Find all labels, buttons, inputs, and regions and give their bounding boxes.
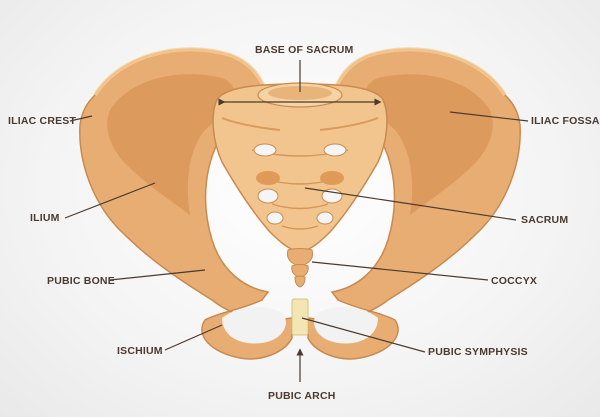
leader-lines [64, 60, 529, 382]
leader-pubic-bone [109, 269, 206, 281]
leader-coccyx [311, 261, 489, 281]
leader-ischium [164, 324, 223, 351]
left-iliac-fossa [107, 74, 237, 216]
label-coccyx: COCCYX [491, 275, 538, 287]
label-iliac-fossa: ILIAC FOSSA [531, 115, 600, 127]
sacrum-bone [212, 82, 388, 253]
leader-sacrum [304, 187, 517, 221]
label-sacrum: SACRUM [521, 214, 569, 226]
label-pubic-arch: PUBIC ARCH [268, 390, 336, 402]
leader-ilium [64, 182, 156, 219]
leader-pubic-symphysis [301, 317, 426, 353]
label-pubic-bone: PUBIC BONE [47, 275, 115, 287]
right-iliac-fossa [363, 74, 493, 216]
leader-iliac-crest [69, 115, 93, 122]
label-pubic-symphysis: PUBIC SYMPHYSIS [428, 346, 528, 358]
left-obturator-foramen [222, 306, 286, 344]
label-iliac-crest: ILIAC CREST [8, 115, 77, 127]
label-base-of-sacrum: BASE OF SACRUM [255, 44, 354, 56]
coccyx-bone [287, 248, 313, 288]
leader-iliac-fossa [449, 111, 529, 122]
label-ischium: ISCHIUM [117, 345, 163, 357]
pubic-symphysis-cartilage [291, 298, 309, 336]
label-ilium: ILIUM [30, 212, 60, 224]
